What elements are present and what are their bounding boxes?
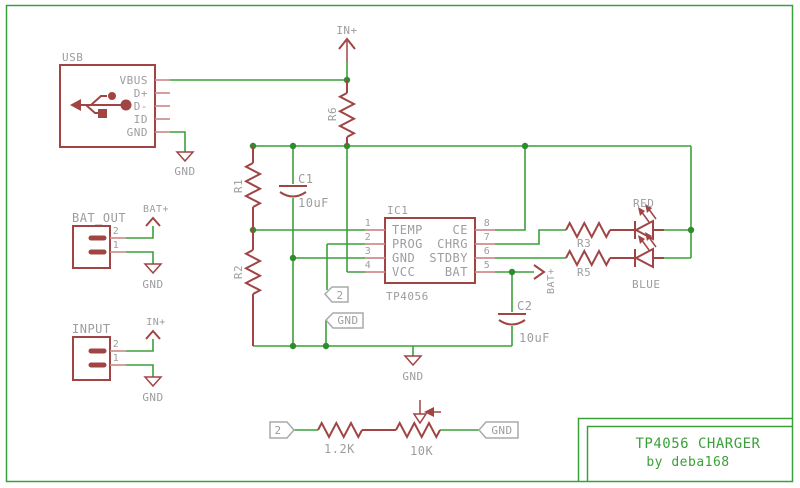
bat-out-connector: BAT_OUT 2 1 xyxy=(72,211,126,269)
usb-pin-dplus: D+ xyxy=(134,87,148,100)
bat-plus-flag: BAT+ xyxy=(533,264,557,294)
net-tag-bottom-right-label: GND xyxy=(491,424,512,437)
potentiometer-10k-value: 10K xyxy=(410,444,433,458)
r3-ref-label: R3 xyxy=(577,237,591,250)
ic-pin-num-3: 3 xyxy=(365,246,372,257)
led-emission-arrows xyxy=(638,232,657,251)
c1-value-label: 10uF xyxy=(298,196,329,210)
usb-pin-gnd: GND xyxy=(127,126,148,139)
title-text: TP4056 CHARGER xyxy=(635,436,760,452)
resistor-1-2k: 1.2K xyxy=(317,420,396,456)
main-gnd-symbol: GND xyxy=(402,355,423,383)
r1-ref-label: R1 xyxy=(232,179,245,193)
input-plus-label: IN+ xyxy=(146,317,166,328)
r2-ref-label: R2 xyxy=(232,265,245,279)
ic-pin-bat: BAT xyxy=(445,265,468,279)
usb-connector: USB VBUS D+ D- ID GND xyxy=(59,51,170,148)
bat-plus-label: BAT+ xyxy=(546,268,557,294)
net-wires xyxy=(126,62,692,431)
capacitor-c2: C2 10uF xyxy=(498,299,550,345)
capacitor-c1: C1 10uF xyxy=(279,172,329,210)
title-block: TP4056 CHARGER by deba168 xyxy=(577,417,793,482)
led-emission-arrows xyxy=(638,204,657,223)
bat-out-plus-flag: BAT+ xyxy=(143,204,169,227)
main-gnd-label: GND xyxy=(402,370,423,383)
input-connector: INPUT 2 1 xyxy=(72,322,126,381)
bat-out-plus-label: BAT+ xyxy=(143,204,169,215)
junction-dots xyxy=(249,76,695,350)
ic-pin-num-2: 2 xyxy=(365,232,372,243)
bat-out-pin1-label: 1 xyxy=(113,240,120,251)
led-red-label: RED xyxy=(633,197,654,210)
ic-pin-chrg: CHRG xyxy=(437,237,468,251)
input-ref-label: INPUT xyxy=(72,322,111,336)
usb-pin-id: ID xyxy=(134,113,148,126)
in-plus-top-label: IN+ xyxy=(336,24,357,37)
net-tag-prog-label: 2 xyxy=(336,289,343,302)
ic-pin-vcc: VCC xyxy=(392,265,415,279)
c1-ref-label: C1 xyxy=(298,172,313,186)
c2-ref-label: C2 xyxy=(517,299,532,313)
input-plus-flag: IN+ xyxy=(145,317,166,340)
usb-gnd-label: GND xyxy=(174,165,195,178)
ic-tp4056: IC1 TP4056 TEMP PROG GND VCC CE CHRG STD… xyxy=(365,204,495,303)
input-pin1-label: 1 xyxy=(113,353,120,364)
ic-pin-stdby: STDBY xyxy=(429,251,468,265)
usb-gnd-symbol: GND xyxy=(174,151,195,178)
ic-pin-temp: TEMP xyxy=(392,223,423,237)
input-gnd-label: GND xyxy=(142,391,163,404)
usb-pin-vbus: VBUS xyxy=(120,74,149,87)
ic-pin-num-1: 1 xyxy=(365,218,372,229)
author-text: by deba168 xyxy=(646,455,729,470)
usb-pin-dminus: D- xyxy=(134,100,148,113)
resistor-r5: R5 xyxy=(565,248,611,279)
bat-out-ref-label: BAT_OUT xyxy=(72,211,126,225)
usb-ref-label: USB xyxy=(62,51,83,64)
resistor-r1: R1 xyxy=(232,146,263,230)
ic-value-label: TP4056 xyxy=(386,290,429,303)
potentiometer-10k: 10K xyxy=(395,400,441,458)
r6-ref-label: R6 xyxy=(326,107,339,121)
ic-pin-num-4: 4 xyxy=(365,260,372,271)
bat-out-gnd-label: GND xyxy=(142,278,163,291)
c2-value-label: 10uF xyxy=(519,331,550,345)
resistor-r3: R3 xyxy=(565,220,611,250)
led-blue-label: BLUE xyxy=(632,278,661,291)
wiper-arrow xyxy=(424,407,441,417)
bat-out-gnd-symbol: GND xyxy=(142,263,163,291)
net-tag-bottom-left: 2 xyxy=(269,421,295,439)
sheet-frame xyxy=(5,4,794,483)
r5-ref-label: R5 xyxy=(577,266,591,279)
net-tag-gnd-mid-label: GND xyxy=(337,314,358,327)
ic-pin-gnd: GND xyxy=(392,251,415,265)
led-red: RED xyxy=(610,197,664,241)
input-pin2-label: 2 xyxy=(113,339,120,350)
input-gnd-symbol: GND xyxy=(142,376,163,404)
bat-out-pin2-label: 2 xyxy=(113,226,120,237)
ic-ref-label: IC1 xyxy=(387,204,408,217)
net-tag-prog: 2 xyxy=(323,286,349,303)
resistor-r2: R2 xyxy=(232,230,263,346)
ic-pin-num-6: 6 xyxy=(484,246,491,257)
resistor-1-2k-value: 1.2K xyxy=(324,442,355,456)
ic-pin-ce: CE xyxy=(453,223,468,237)
net-tag-gnd-mid: GND xyxy=(324,312,364,329)
led-blue: BLUE xyxy=(610,232,664,291)
ic-pin-num-7: 7 xyxy=(484,232,491,243)
in-plus-top-flag: IN+ xyxy=(336,24,357,62)
net-tag-bottom-left-label: 2 xyxy=(274,424,281,437)
ic-pin-num-8: 8 xyxy=(484,218,491,229)
net-tag-bottom-right: GND xyxy=(478,421,519,439)
resistor-r6: R6 xyxy=(326,80,357,146)
ic-pin-prog: PROG xyxy=(392,237,423,251)
ic-pin-num-5: 5 xyxy=(484,260,491,271)
usb-icon xyxy=(70,92,132,118)
